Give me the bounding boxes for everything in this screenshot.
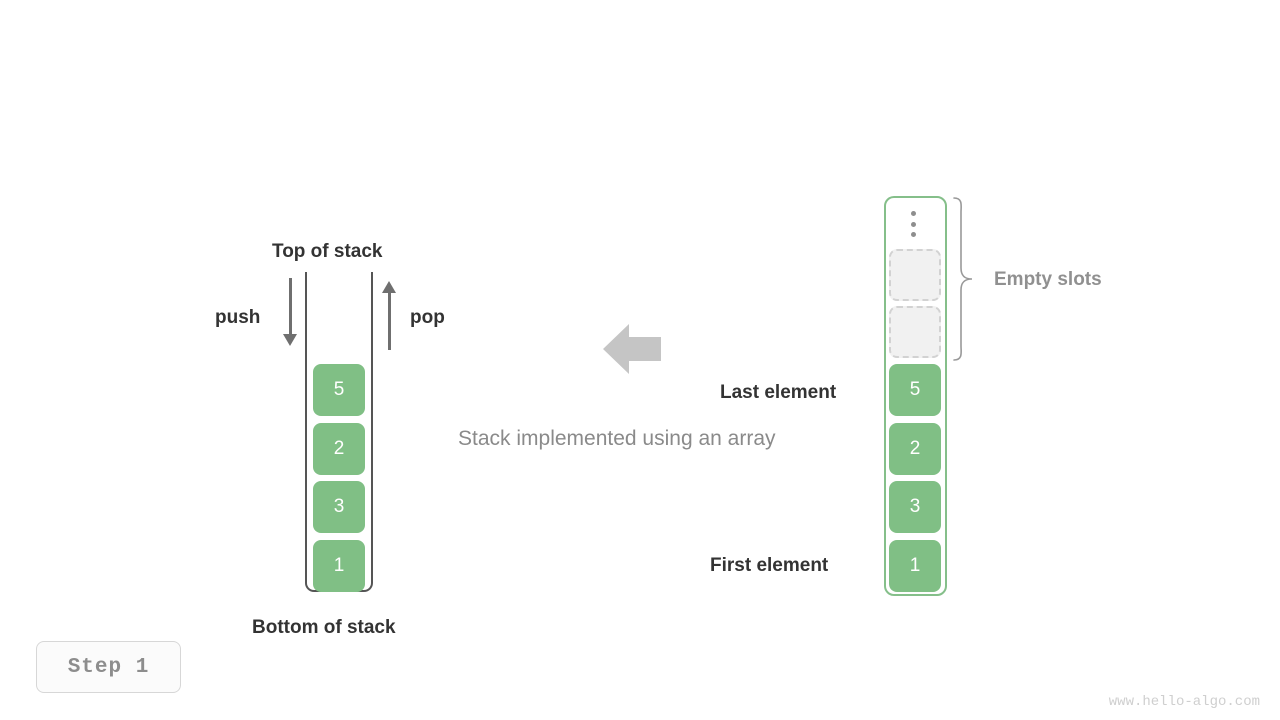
array-cell[interactable]: 5 (889, 364, 941, 416)
empty-slots-brace (953, 197, 973, 361)
ellipsis-dot (910, 211, 916, 216)
bottom-of-stack-label: Bottom of stack (252, 617, 396, 638)
stack-cell[interactable]: 1 (313, 540, 365, 592)
stack-cell[interactable]: 5 (313, 364, 365, 416)
array-container (884, 196, 947, 596)
left-arrow-icon (603, 324, 661, 374)
push-arrow-head (283, 334, 297, 346)
stack-wall-left (305, 272, 307, 572)
array-cell[interactable]: 2 (889, 423, 941, 475)
watermark: www.hello-algo.com (1108, 694, 1260, 710)
pop-arrow-head (382, 281, 396, 293)
stack-wall-right (371, 272, 373, 572)
push-arrow-line (289, 278, 292, 336)
pop-arrow-line (388, 292, 391, 350)
stack-cell[interactable]: 3 (313, 481, 365, 533)
ellipsis-dot (910, 221, 916, 227)
last-element-label: Last element (720, 382, 837, 403)
push-label: push (215, 307, 261, 328)
stack-cell[interactable]: 2 (313, 423, 365, 475)
ellipsis-dot (910, 232, 916, 237)
array-empty-slot[interactable] (889, 249, 941, 301)
step-badge: Step 1 (36, 641, 181, 693)
vertical-ellipsis-icon (910, 211, 916, 237)
first-element-label: First element (710, 555, 829, 576)
empty-slots-label: Empty slots (994, 269, 1102, 290)
top-of-stack-label: Top of stack (272, 241, 383, 262)
pop-label: pop (410, 307, 445, 328)
array-empty-slot[interactable] (889, 306, 941, 358)
array-cell[interactable]: 3 (889, 481, 941, 533)
diagram-caption: Stack implemented using an array (458, 427, 776, 450)
array-cell[interactable]: 1 (889, 540, 941, 592)
